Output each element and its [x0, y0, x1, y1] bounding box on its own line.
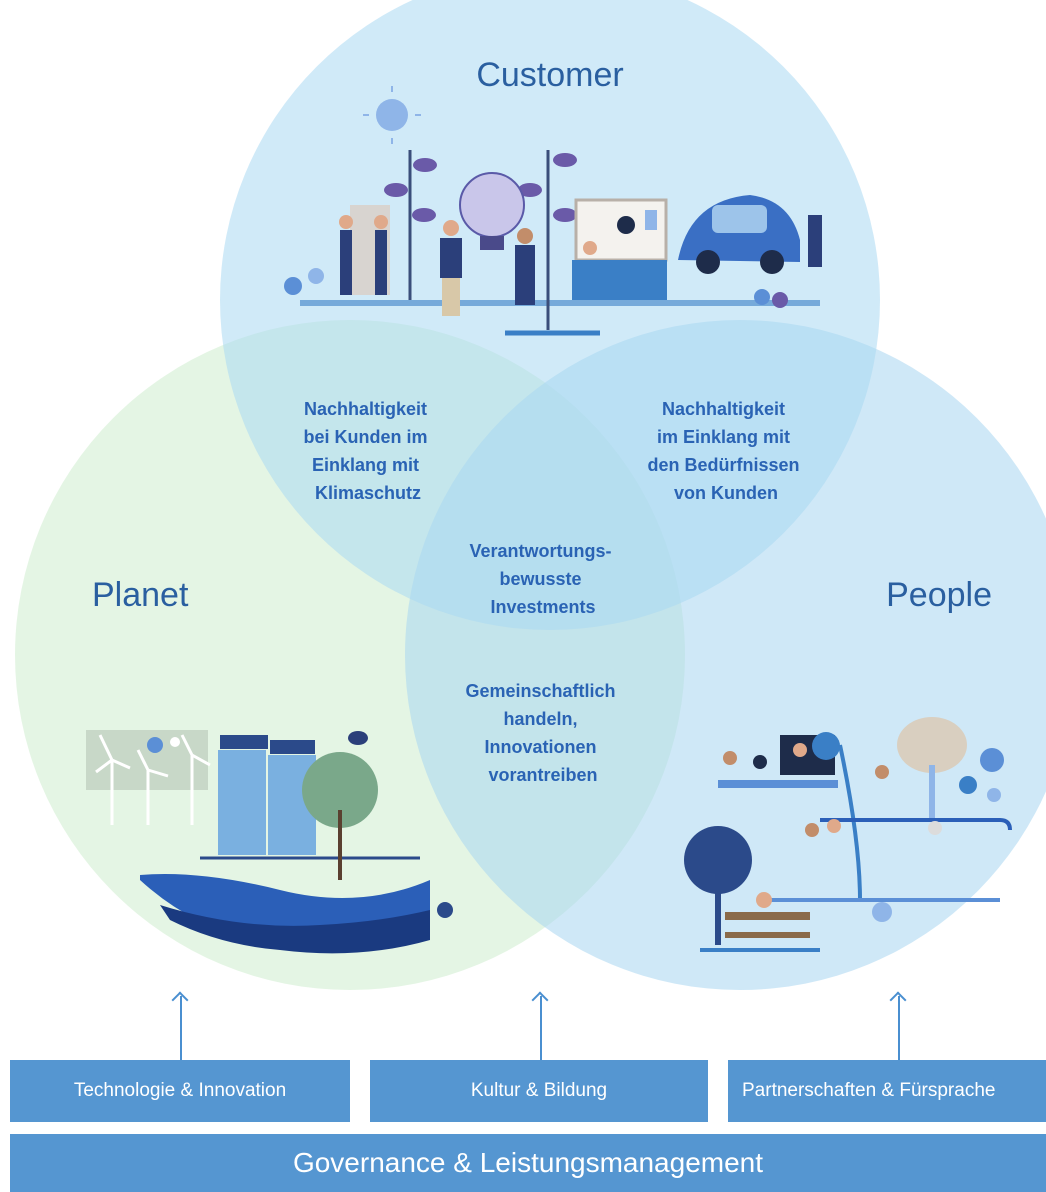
planet-title: Planet	[92, 576, 189, 614]
overlap-planet-people: Gemeinschaftlich handeln, Innovationen v…	[465, 681, 620, 785]
customer-illustration	[284, 86, 822, 336]
tree-icon	[684, 826, 752, 945]
arrow-up-icon	[540, 996, 542, 1060]
sun-icon	[376, 99, 408, 131]
foundation-bar: Governance & Leistungsmanagement	[10, 1134, 1046, 1192]
gear-icon	[872, 748, 1004, 922]
lightbulb-icon	[459, 172, 525, 238]
arrow-up-icon	[898, 996, 900, 1060]
wave-icon	[140, 874, 430, 954]
wind-turbine-icon	[95, 734, 211, 825]
overlap-center: Verantwortungs- bewusste Investments	[469, 541, 616, 617]
solar-panel-icon	[220, 735, 315, 754]
gear-icon	[147, 737, 180, 753]
pillar-culture: Kultur & Bildung	[370, 1060, 708, 1122]
pillar-partnerships: Partnerschaften & Fürsprache	[728, 1060, 1046, 1122]
pillar-technology: Technologie & Innovation	[10, 1060, 350, 1122]
people-illustration	[684, 717, 1012, 952]
arrow-up-icon	[180, 996, 182, 1060]
customer-title: Customer	[476, 56, 623, 94]
gear-icon	[284, 268, 788, 308]
customer-circle	[220, 0, 880, 630]
tree-icon	[302, 752, 378, 880]
overlap-customer-people: Nachhaltigkeit im Einklang mit den Bedür…	[647, 399, 804, 503]
planet-illustration	[86, 730, 453, 954]
overlap-customer-planet: Nachhaltigkeit bei Kunden im Einklang mi…	[303, 399, 432, 503]
globe-icon	[812, 732, 840, 760]
bird-icon	[348, 731, 368, 745]
people-title: People	[886, 576, 992, 614]
electric-car-icon	[678, 195, 822, 274]
bench-icon	[725, 912, 810, 938]
